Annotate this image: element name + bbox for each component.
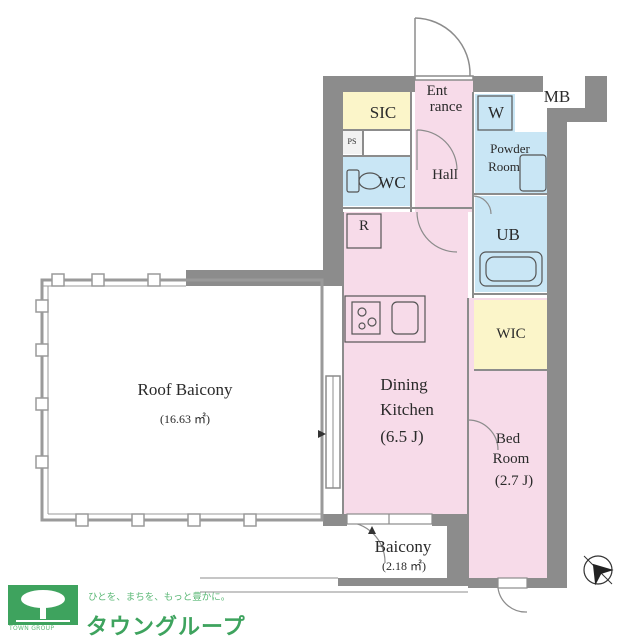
bedroom-window[interactable] xyxy=(497,577,528,613)
logo-company: TOWN GROUP xyxy=(9,625,55,632)
room-label-r: R xyxy=(358,218,370,234)
room-label-sic: SIC xyxy=(369,103,397,122)
powder-fill xyxy=(475,132,547,194)
wall-bottom-right2 xyxy=(527,578,567,588)
room-label-ps: PS xyxy=(347,137,357,146)
ps-fill xyxy=(343,130,363,154)
room-label-bed: Bed xyxy=(495,431,521,447)
dk-window[interactable] xyxy=(318,375,341,489)
tree-logo-icon xyxy=(8,585,78,625)
room-label-powder-2: Room xyxy=(488,159,520,174)
room-label-kitchen: Kitchen xyxy=(380,400,434,419)
room-label-ub: UB xyxy=(496,225,520,244)
wall-dk-bottom xyxy=(323,514,347,526)
room-label-w: W xyxy=(487,103,505,122)
room-label-wic: WIC xyxy=(496,326,526,342)
room-label-roof-area: (16.63 ㎡) xyxy=(160,412,210,426)
wall-top-left xyxy=(323,76,415,92)
room-label-powder-1: Powder xyxy=(490,141,530,156)
room-label-bed-size: (2.7 J) xyxy=(494,473,534,489)
dining-kitchen-fill xyxy=(343,212,468,518)
balcony-fill xyxy=(343,522,447,582)
room-label-hall: Hall xyxy=(432,167,458,183)
sic-fill xyxy=(343,92,411,130)
logo-brand: タウングループ xyxy=(86,615,246,640)
ub-fill xyxy=(475,196,547,292)
roof-balcony-outline xyxy=(35,273,324,527)
fixtures xyxy=(344,95,547,343)
room-label-roof-balcony: Roof Baicony xyxy=(137,380,233,399)
wall-bottom-right xyxy=(468,578,498,588)
interior-lines xyxy=(342,92,547,580)
entrance-fill xyxy=(415,78,473,130)
room-label-mb: MB xyxy=(543,87,571,106)
room-label-dining: Dining xyxy=(380,375,428,394)
room-label-wc: WC xyxy=(378,173,406,192)
hall-fill xyxy=(415,130,473,212)
wall-right-lower xyxy=(547,290,567,586)
room-label-entrance-2: rance xyxy=(429,99,463,115)
room-label-entrance-1: Ent xyxy=(426,83,448,99)
town-group-logo: ひとを、まちを、もっと豊かに。 タウングループ TOWN GROUP xyxy=(8,585,298,640)
logo-tagline: ひとを、まちを、もっと豊かに。 xyxy=(88,592,231,603)
wall-left-upper xyxy=(323,76,343,286)
balcony-door[interactable] xyxy=(346,513,433,534)
wall-mb-bottom xyxy=(547,108,607,122)
north-arrow-icon xyxy=(583,555,614,586)
wic-fill xyxy=(474,300,547,370)
wall-right-upper xyxy=(547,120,567,290)
room-label-balcony-area: (2.18 ㎡) xyxy=(382,559,426,573)
w-fill xyxy=(475,94,515,132)
walls xyxy=(186,76,607,588)
wc-fill xyxy=(343,156,411,206)
balcony-railing xyxy=(200,577,468,593)
room-fills xyxy=(343,78,547,582)
entrance-door[interactable] xyxy=(414,17,474,81)
wall-roof-top xyxy=(186,270,343,286)
wall-bal-bottom xyxy=(338,578,468,586)
room-label-dk-size: (6.5 J) xyxy=(380,427,424,446)
room-label-balcony: Baicony xyxy=(374,537,432,556)
wall-mb-step xyxy=(533,76,543,92)
wall-top-right xyxy=(473,76,533,92)
wall-bal-right xyxy=(447,522,468,586)
room-label-room: Room xyxy=(492,451,530,467)
